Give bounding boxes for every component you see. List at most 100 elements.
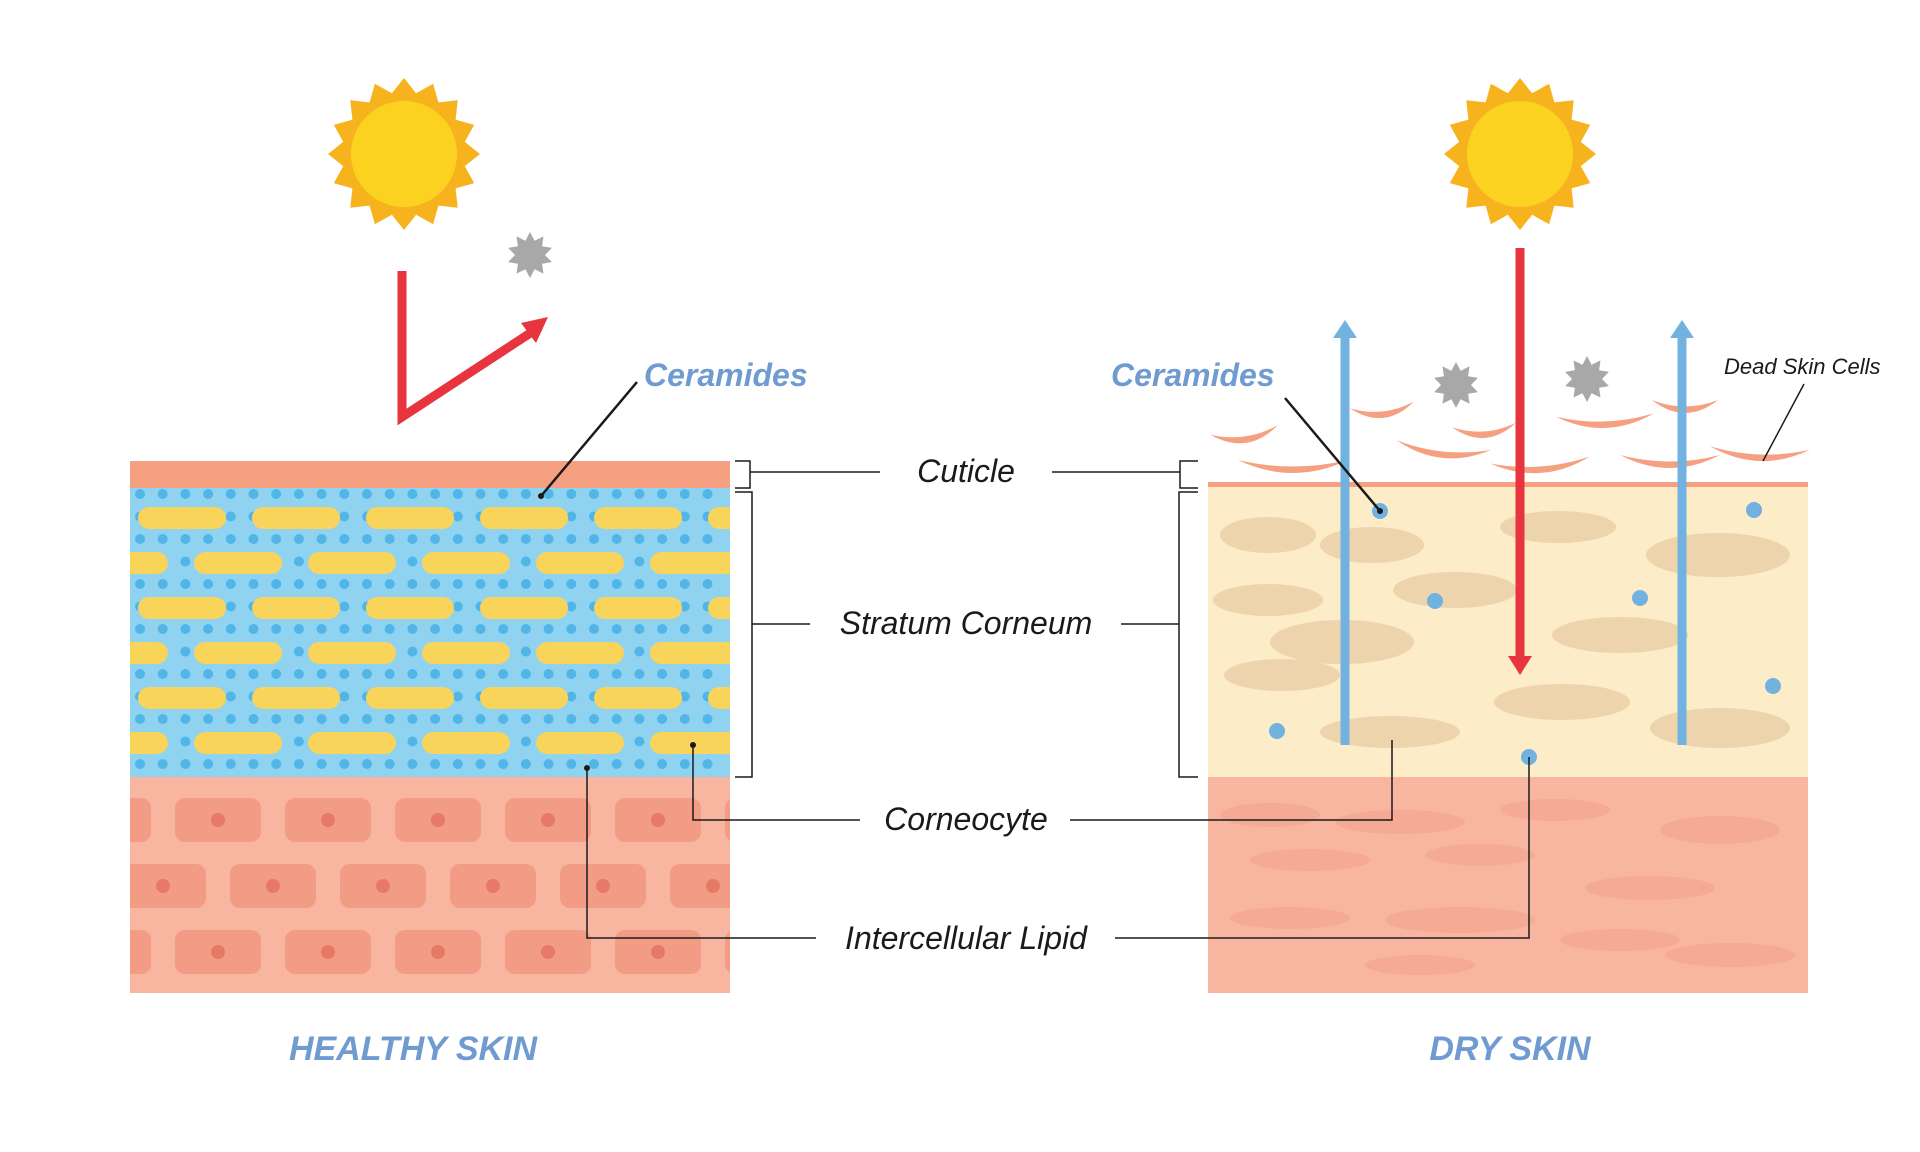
corneocyte xyxy=(24,507,112,529)
epidermis-cell xyxy=(1230,907,1350,929)
corneocyte xyxy=(1494,684,1630,720)
corneocyte xyxy=(1224,659,1340,691)
lipid-dot xyxy=(543,579,554,589)
lipid-dot xyxy=(271,624,282,634)
lipid-dot xyxy=(293,669,304,679)
uv-ray-reflected-icon xyxy=(397,271,548,426)
lipid-dot xyxy=(520,669,531,679)
lipid-dot xyxy=(316,624,327,634)
lipid-dot xyxy=(679,759,690,769)
ceramides-pointer-line xyxy=(1284,397,1381,512)
lipid-dot xyxy=(566,714,577,724)
corneocyte xyxy=(1213,584,1323,616)
lipid-dot xyxy=(293,556,304,567)
corneocyte xyxy=(708,507,730,529)
sun-icon xyxy=(328,78,480,230)
lipid-dot xyxy=(339,511,350,522)
lipid-dot xyxy=(248,714,259,724)
dead-skin-flake xyxy=(1490,456,1590,474)
cell-nucleus xyxy=(321,945,335,959)
corneocyte xyxy=(130,642,168,664)
corneocyte xyxy=(130,732,168,754)
epidermis-cell xyxy=(670,864,730,908)
corneocyte xyxy=(138,597,226,619)
lipid-dot xyxy=(293,759,304,769)
lipid-dot xyxy=(566,579,577,589)
epidermis-cell xyxy=(725,931,730,973)
lipid-dot xyxy=(657,669,668,679)
lipid-dot xyxy=(475,759,486,769)
corneocyte xyxy=(0,642,54,664)
lipid-dot xyxy=(362,714,372,724)
lipid-dot xyxy=(430,669,441,679)
lipid-dot xyxy=(225,579,236,589)
lipid-dot xyxy=(702,759,713,769)
corneocyte xyxy=(480,687,568,709)
lipid-dot xyxy=(634,736,645,747)
corneocyte xyxy=(650,552,730,574)
lipid-dot xyxy=(384,759,395,769)
lipid-dot xyxy=(702,624,713,634)
ceramide-dot xyxy=(1765,678,1781,694)
epidermis-cell xyxy=(10,864,96,908)
ceramides-pointer-line xyxy=(540,381,638,497)
lipid-dot xyxy=(634,489,645,499)
dead-skin-flake xyxy=(1710,446,1810,462)
lipid-dot xyxy=(520,714,531,724)
cell-nucleus xyxy=(431,813,445,827)
healthy-epidermis-cells xyxy=(10,798,730,974)
corneocyte xyxy=(308,642,396,664)
lipid-dot xyxy=(702,714,713,724)
lipid-dot xyxy=(452,534,463,544)
lipid-dot xyxy=(679,624,690,634)
lipid-dot xyxy=(634,624,645,634)
corneocyte xyxy=(536,732,624,754)
lipid-dot xyxy=(180,736,191,747)
lipid-dot xyxy=(339,579,350,589)
lipid-dot xyxy=(157,579,168,589)
lipid-dot xyxy=(203,489,214,499)
lipid-dot xyxy=(430,534,441,544)
dry-cuticle-line xyxy=(1208,482,1808,487)
intercellular-lipid-label: Intercellular Lipid xyxy=(845,920,1088,956)
lipid-dot xyxy=(611,579,622,589)
lipid-dot xyxy=(520,736,531,747)
stratum-corneum-label: Stratum Corneum xyxy=(840,605,1093,641)
corneocyte xyxy=(194,642,282,664)
corneocyte xyxy=(1320,527,1424,563)
healthy-skin-caption: HEALTHY SKIN xyxy=(289,1030,539,1068)
lipid-dot xyxy=(203,624,214,634)
dead-skin-flake xyxy=(1452,422,1516,439)
lipid-dot xyxy=(543,669,554,679)
lipid-dot xyxy=(702,534,713,544)
lipid-dot xyxy=(225,624,236,634)
epidermis-cell xyxy=(1250,849,1370,871)
dead-skin-flake xyxy=(1620,455,1720,468)
corneocyte xyxy=(1393,572,1517,608)
lipid-dot xyxy=(430,579,441,589)
lipid-dot xyxy=(271,534,282,544)
lipid-dot xyxy=(498,669,509,679)
moisture-loss-arrow-icon xyxy=(1670,320,1694,745)
lipid-dot xyxy=(407,736,418,747)
lipid-dot xyxy=(248,624,259,634)
corneocyte xyxy=(422,732,510,754)
lipid-dot xyxy=(180,534,191,544)
lipid-dot xyxy=(566,624,577,634)
lipid-dot xyxy=(225,489,236,499)
lipid-dot xyxy=(657,714,668,724)
dead-skin-flake xyxy=(1350,401,1414,419)
corneocyte xyxy=(708,597,730,619)
corneocyte xyxy=(194,552,282,574)
lipid-dot xyxy=(475,714,486,724)
corneocyte xyxy=(194,732,282,754)
stratum-bracket-right xyxy=(1178,491,1198,778)
lipid-dot xyxy=(157,759,168,769)
lipid-dot xyxy=(407,714,418,724)
lipid-dot xyxy=(135,759,145,769)
lipid-dot xyxy=(657,624,668,634)
lipid-dot xyxy=(566,511,577,522)
cell-nucleus xyxy=(596,879,610,893)
lipid-dot xyxy=(316,489,327,499)
